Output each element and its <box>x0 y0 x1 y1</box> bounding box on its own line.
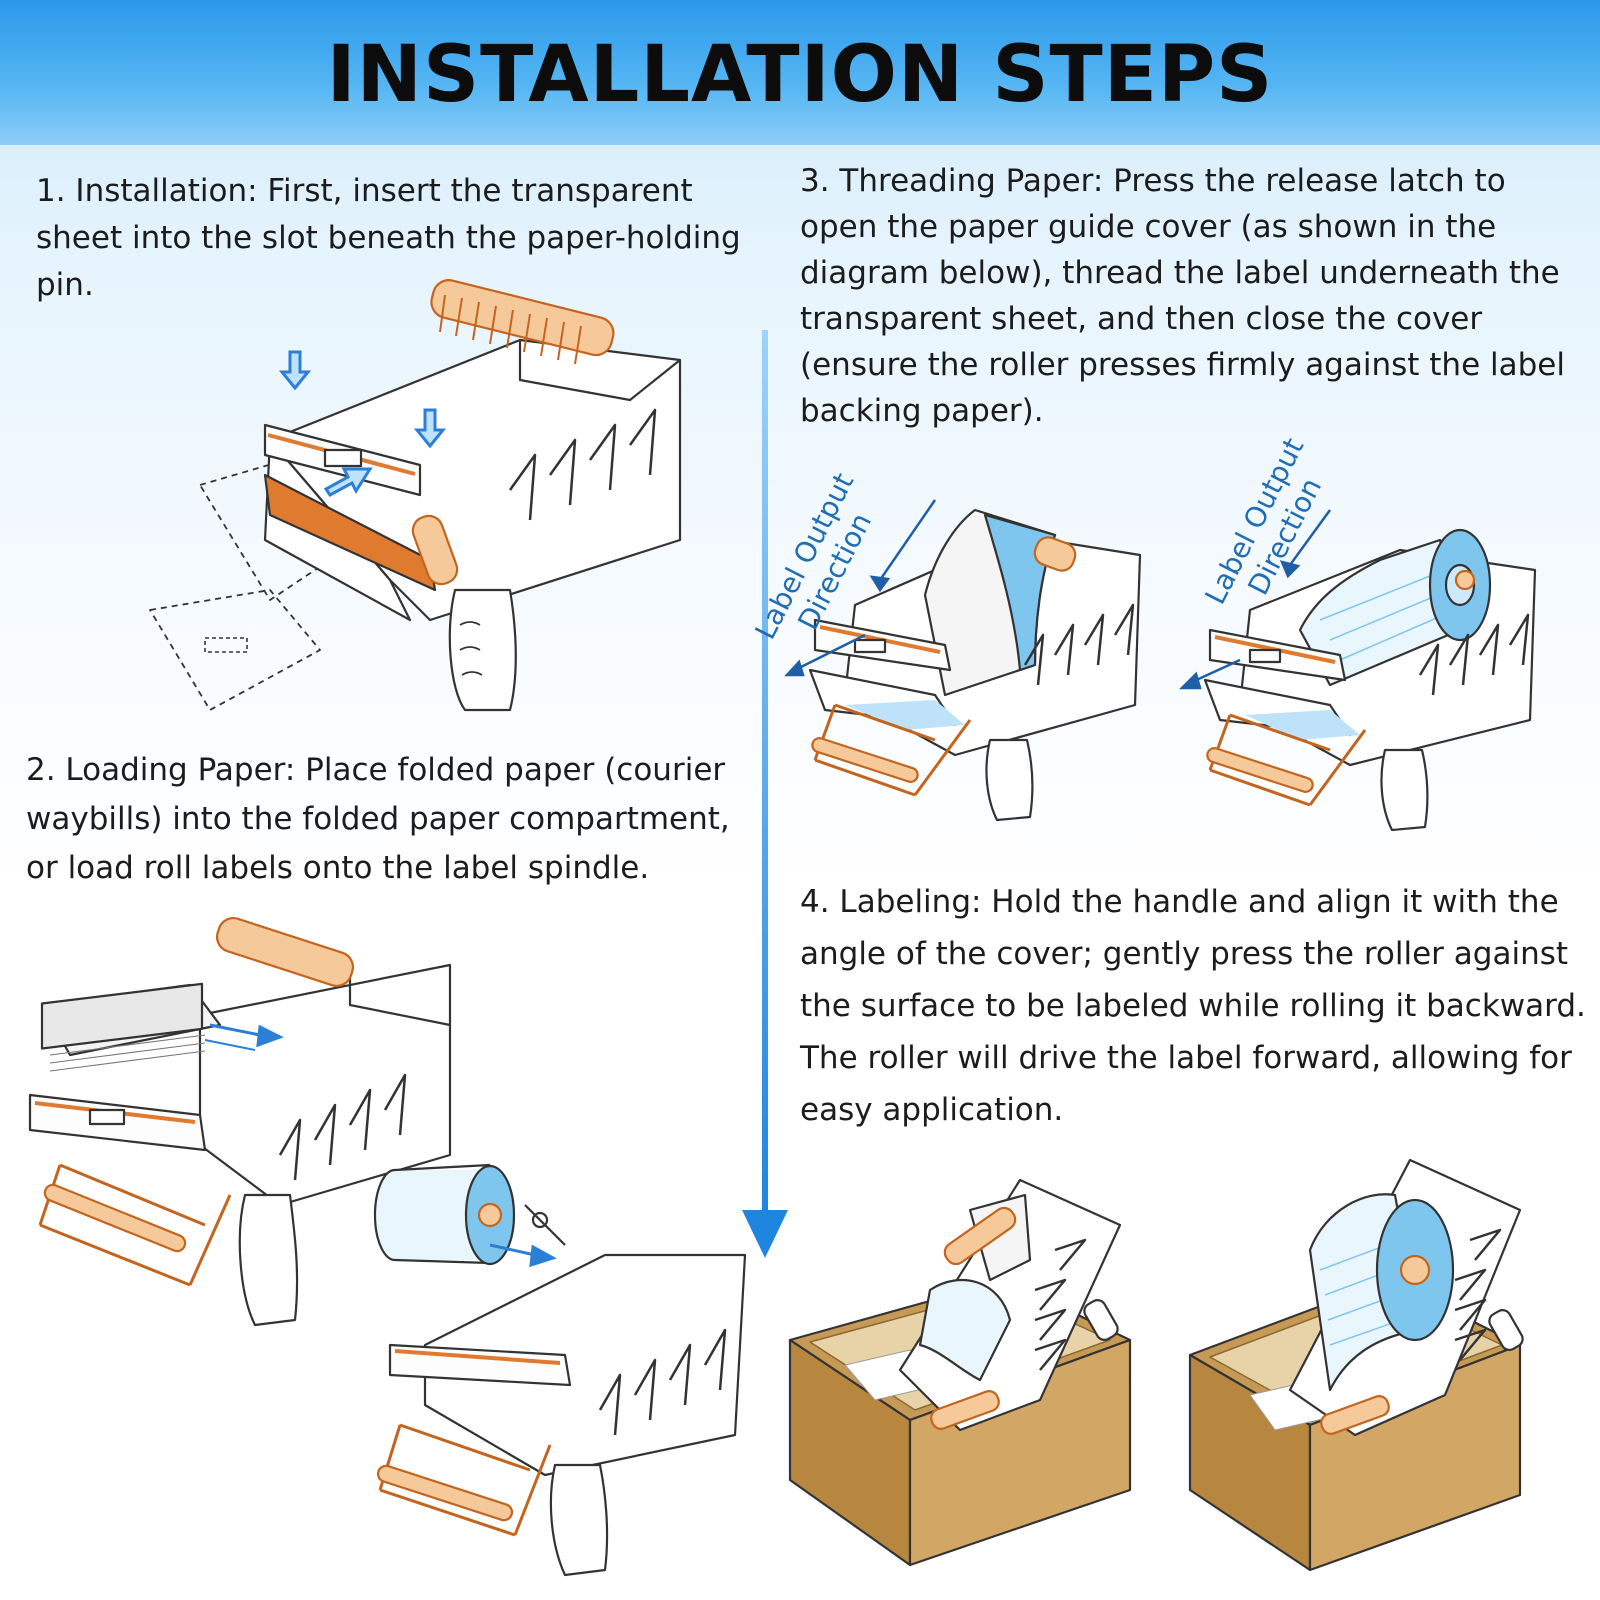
step-2-roll-label-illustration <box>373 1163 747 1577</box>
step-3-text: 3. Threading Paper: Press the release la… <box>800 163 1565 429</box>
step-1-illustration <box>149 279 682 712</box>
step-2-text: 2. Loading Paper: Place folded paper (co… <box>26 752 730 886</box>
flow-arrow-icon <box>742 330 788 1258</box>
step-4-text: 4. Labeling: Hold the handle and align i… <box>800 884 1586 1128</box>
step-1-text: 1. Installation: First, insert the trans… <box>36 173 741 303</box>
title-bar: INSTALLATION STEPS <box>0 0 1600 145</box>
step-2-folded-paper-illustration <box>28 917 452 1327</box>
page-title: INSTALLATION STEPS <box>326 29 1274 120</box>
step-4-roll-labeling-illustration <box>1188 1158 1524 1572</box>
step-3-folded-threading-illustration <box>784 499 1142 822</box>
step-3-roll-threading-illustration <box>1178 509 1537 832</box>
step-4-folded-labeling-illustration <box>788 1178 1132 1567</box>
